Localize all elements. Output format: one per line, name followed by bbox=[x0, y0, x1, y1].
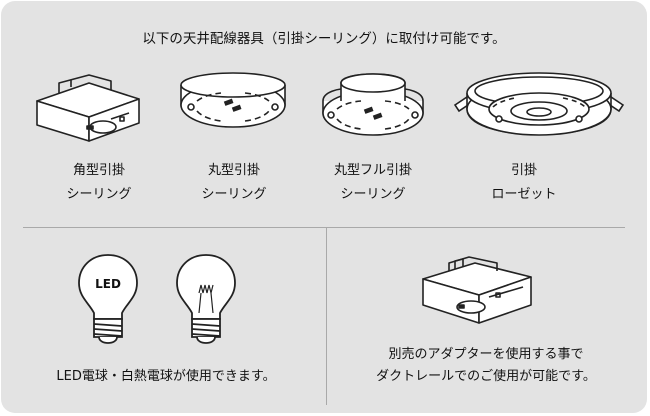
incandescent-bulb-icon bbox=[176, 254, 236, 344]
page-title: 以下の天井配線器具（引掛シーリング）に取付け可能です。 bbox=[142, 31, 506, 47]
fixture-label-line1: 引掛 bbox=[510, 163, 537, 178]
duct-rail-adapter-icon bbox=[422, 256, 532, 324]
fixture-label-line2: シーリング bbox=[201, 187, 267, 202]
fixture-label-line2: シーリング bbox=[340, 187, 406, 202]
adapter-caption-line2: ダクトレールでのご使用が可能です。 bbox=[376, 369, 596, 384]
square-ceiling-fixture-icon bbox=[36, 74, 140, 142]
fixture-label-line1: 丸型引掛 bbox=[207, 163, 260, 178]
horizontal-divider bbox=[23, 227, 625, 228]
fixture-label-line1: 角型引掛 bbox=[72, 163, 125, 178]
adapter-caption-line1: 別売のアダプターを使用する事で bbox=[388, 347, 584, 362]
fixture-label-line2: シーリング bbox=[66, 187, 132, 202]
fixture-label-line1: 丸型フル引掛 bbox=[333, 163, 412, 178]
adapter-caption: 別売のアダプターを使用する事で ダクトレールでのご使用が可能です。 bbox=[346, 345, 626, 387]
fixture-label-rosette: 引掛 ローゼット bbox=[459, 161, 589, 205]
fixture-label-square: 角型引掛 シーリング bbox=[34, 161, 164, 205]
fixture-label-round: 丸型引掛 シーリング bbox=[169, 161, 299, 205]
led-bulb-icon: LED bbox=[78, 254, 138, 344]
rosette-ceiling-fixture-icon bbox=[453, 72, 625, 136]
vertical-divider bbox=[326, 227, 327, 405]
led-bulb-label: LED bbox=[95, 277, 121, 291]
fixture-label-round-full: 丸型フル引掛 シーリング bbox=[308, 161, 438, 205]
round-ceiling-fixture-icon bbox=[180, 72, 286, 128]
round-full-ceiling-fixture-icon bbox=[322, 73, 424, 136]
bulb-caption: LED電球・白熱電球が使用できます。 bbox=[56, 369, 276, 384]
fixture-label-line2: ローゼット bbox=[491, 187, 557, 202]
